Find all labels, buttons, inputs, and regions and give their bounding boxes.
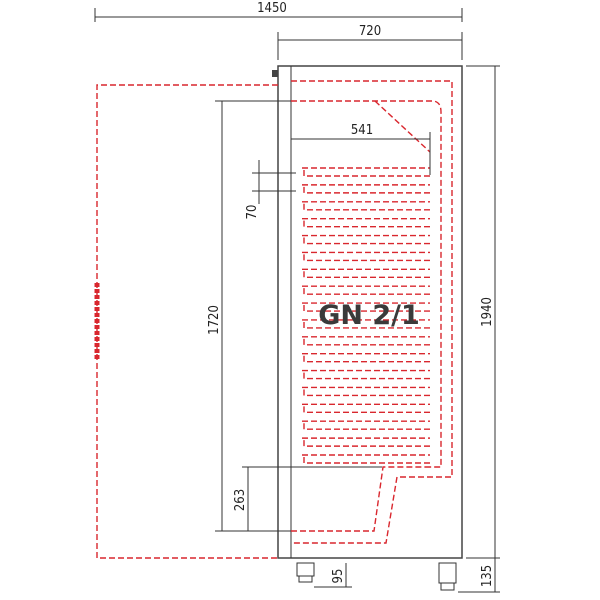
tray-slide	[302, 302, 430, 312]
front-leg	[296, 562, 315, 583]
tray-slide	[302, 454, 430, 464]
dimension-70: 70	[245, 160, 296, 219]
tray-slide	[302, 201, 430, 211]
tray-slide	[302, 369, 430, 380]
tray-slide	[302, 285, 430, 295]
dim-95-label: 95	[331, 569, 346, 584]
dim-541-label: 541	[351, 123, 373, 138]
tray-slide	[302, 319, 430, 329]
hinge-icon	[272, 70, 278, 77]
dim-720-label: 720	[359, 24, 381, 39]
tray-slide	[302, 217, 430, 228]
tray-slide	[302, 336, 430, 346]
dim-1940-label: 1940	[480, 297, 495, 327]
tray-slide	[302, 167, 430, 177]
dimension-263: 263	[233, 466, 382, 531]
dim-1450-label: 1450	[257, 1, 287, 16]
tray-slide	[302, 234, 430, 245]
rear-leg	[438, 562, 457, 591]
dim-1720-label: 1720	[207, 305, 222, 335]
dimension-95: 95	[314, 563, 352, 588]
tray-slide	[302, 353, 430, 363]
tray-slide	[302, 386, 430, 397]
tray-slide	[302, 420, 430, 430]
dim-70-label: 70	[245, 205, 260, 220]
tray-slide	[302, 251, 430, 262]
dimension-1720: 1720	[207, 100, 291, 532]
dimension-541: 541	[291, 123, 431, 175]
cabinet-body	[272, 65, 463, 591]
gn-size-label: GN 2/1	[318, 300, 420, 331]
tray-slides	[302, 167, 430, 464]
tray-slide	[302, 268, 430, 278]
tray-slide	[302, 184, 430, 194]
dimension-1450: 1450	[94, 1, 463, 22]
interior-outline	[291, 80, 453, 544]
tray-slide	[302, 403, 430, 414]
dim-135-label: 135	[480, 565, 495, 587]
door-swing-outline	[94, 84, 278, 559]
dim-263-label: 263	[233, 489, 248, 511]
dimension-720: 720	[277, 24, 463, 60]
tray-slide	[302, 437, 430, 447]
dimension-1940: 1940 135	[458, 65, 500, 593]
